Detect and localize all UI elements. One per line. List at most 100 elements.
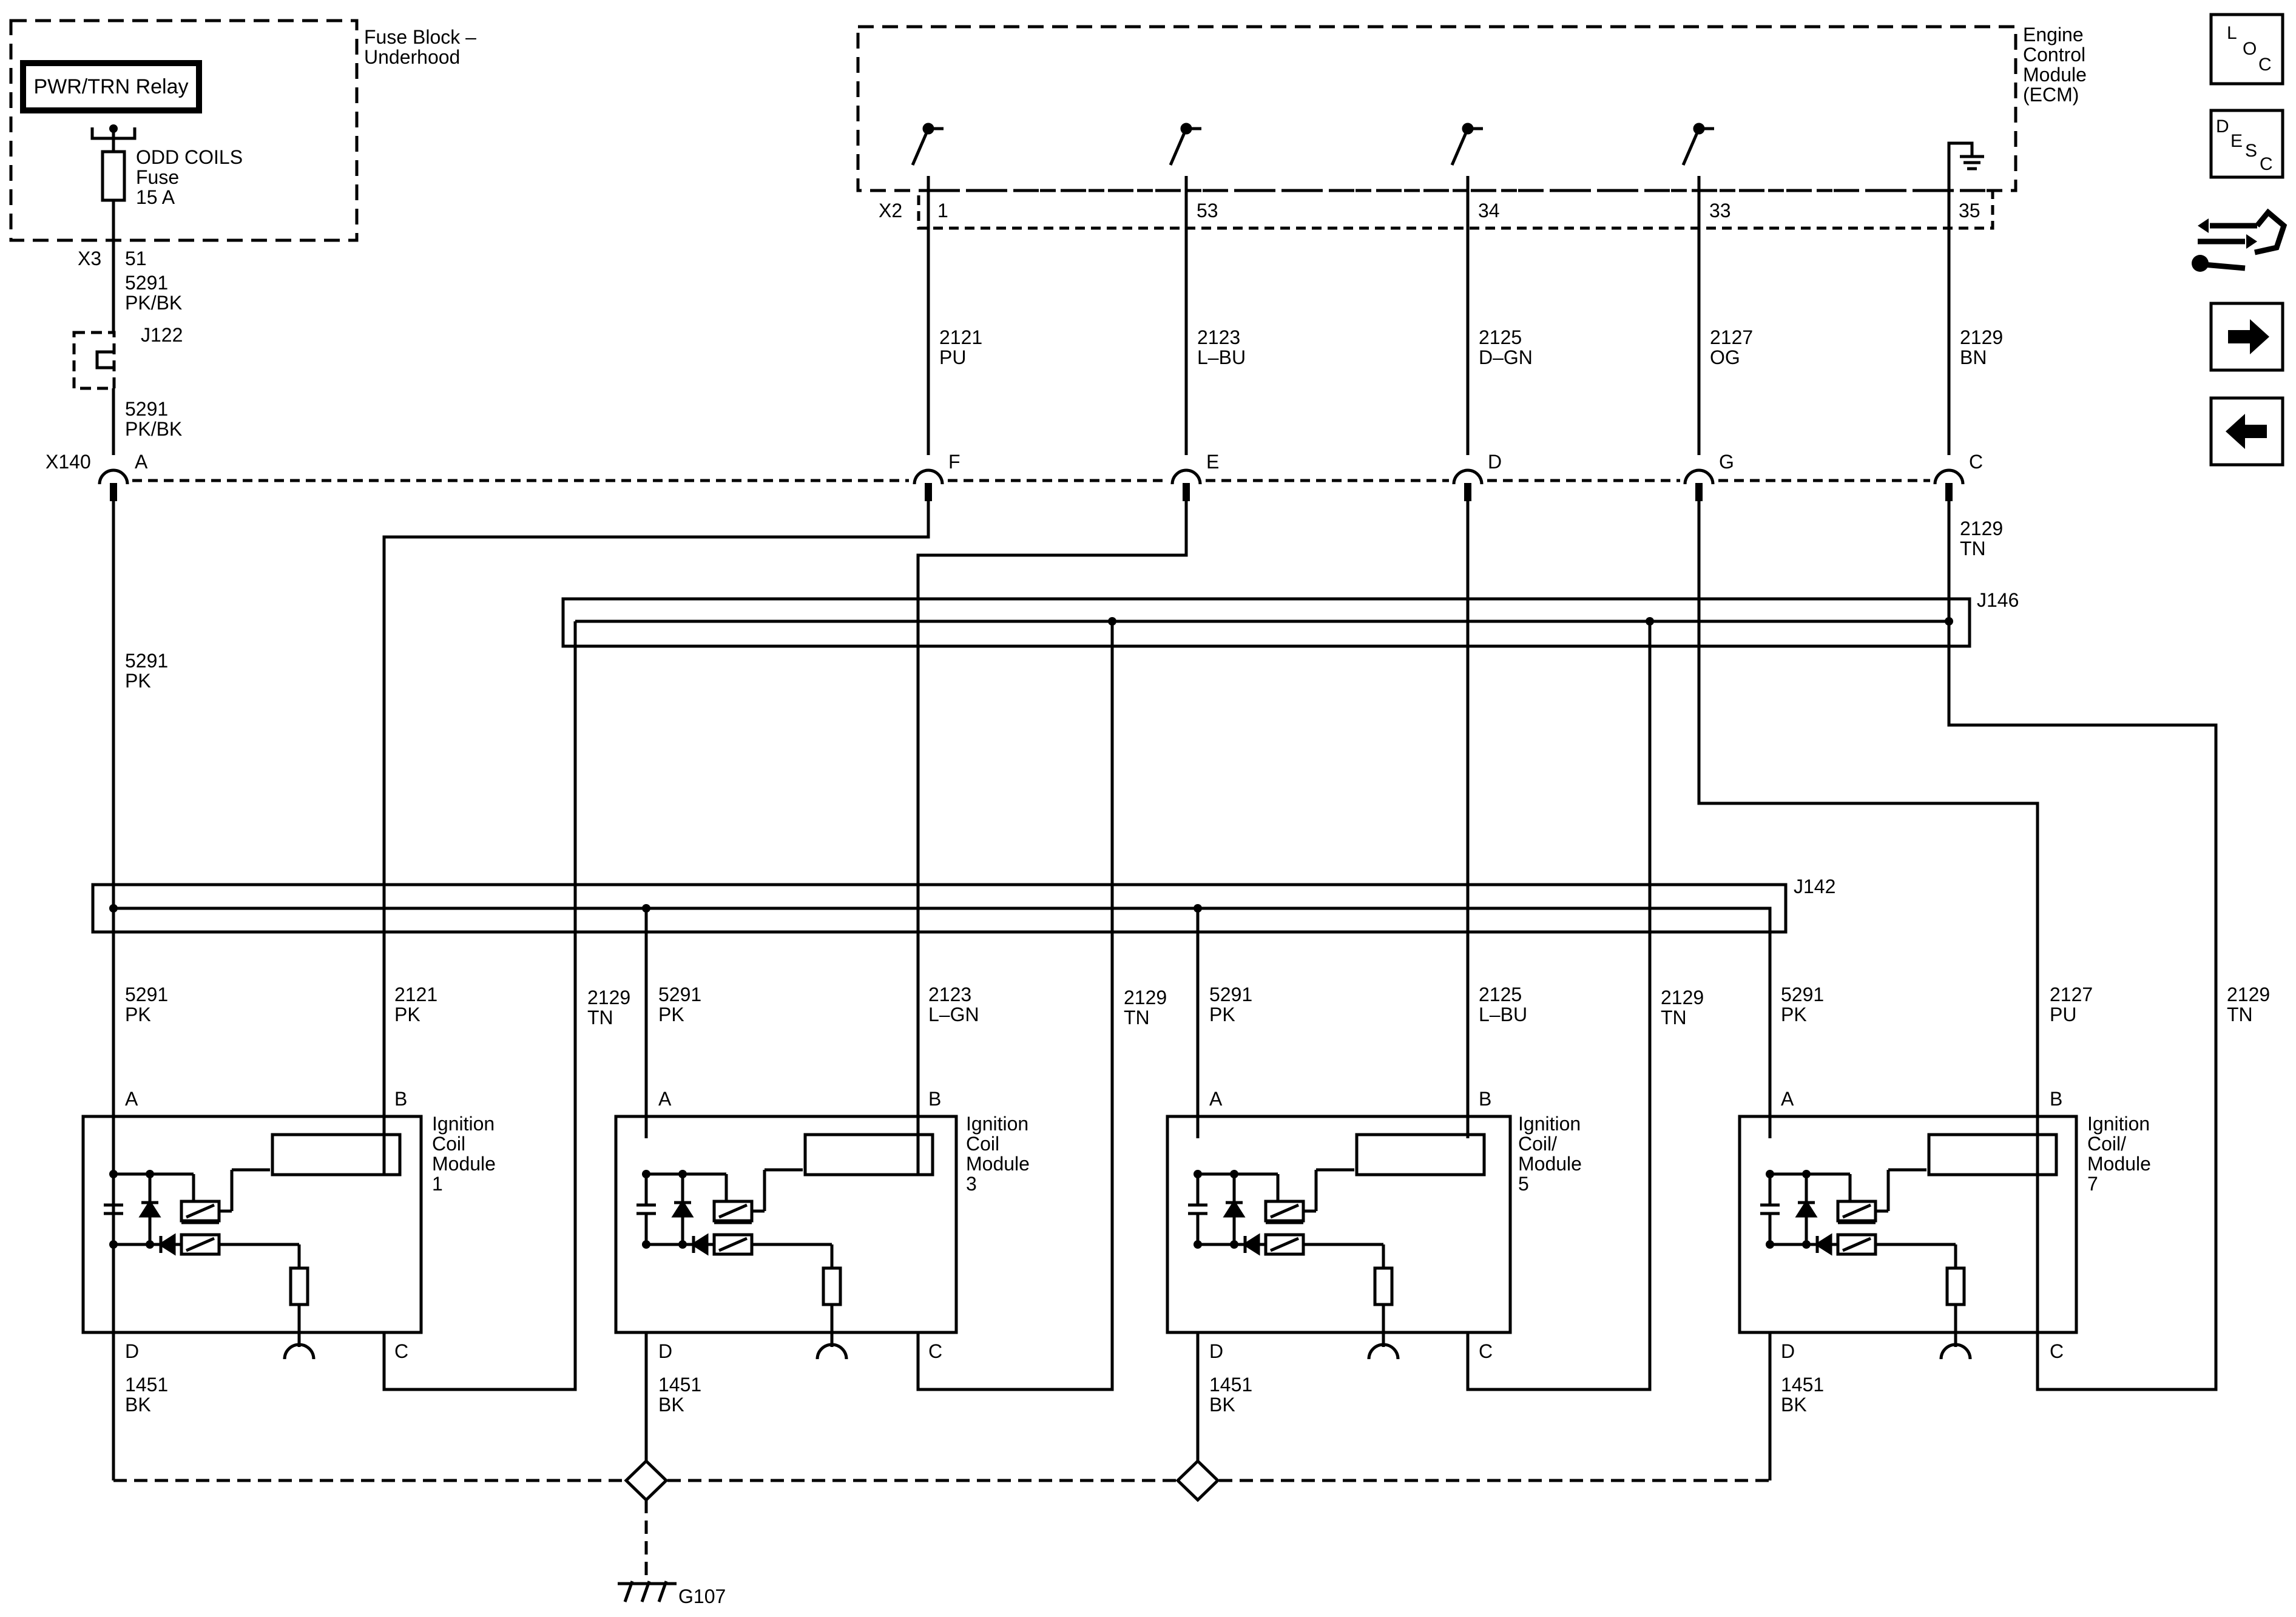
c5-wire-tn-color: TN	[1661, 1007, 1687, 1028]
m5-pin-d: D	[1209, 1340, 1223, 1362]
wire-2127-label: 2127	[1710, 326, 1753, 348]
wire-tn-label-2: TN	[1960, 538, 1986, 559]
c3-wire-a-code: 5291	[658, 984, 701, 1005]
c7-wire-tn-code: 2129	[2227, 984, 2270, 1005]
relay-label: PWR/TRN Relay	[33, 75, 188, 98]
ignition-coil-module-3	[614, 1115, 958, 1359]
c5-wire-b-code: 2125	[1479, 984, 1522, 1005]
wire-2129-label: 2129	[1960, 326, 2003, 348]
c7-wire-a-code: 5291	[1781, 984, 1824, 1005]
m3-ground-code: 1451	[658, 1374, 701, 1396]
c7-wire-a-color: PK	[1781, 1004, 1807, 1025]
desc-e: E	[2230, 131, 2243, 151]
splice-j142	[91, 883, 1788, 934]
m3-title-2: Coil	[966, 1133, 999, 1155]
x140-pin-e: E	[1206, 451, 1219, 473]
wire-pkbk-label-1: PK/BK	[125, 292, 182, 314]
c5-wire-b-color: L–BU	[1479, 1004, 1527, 1025]
m1-ground-color: BK	[125, 1394, 151, 1416]
m7-title-1: Ignition	[2087, 1113, 2150, 1135]
desc-d: D	[2216, 116, 2229, 137]
fuse-connector: X3	[78, 248, 101, 269]
wire-2121-label: 2121	[939, 326, 982, 348]
previous-button[interactable]	[2209, 396, 2284, 467]
m5-pin-a: A	[1209, 1088, 1223, 1110]
m1-title-1: Ignition	[432, 1113, 495, 1135]
connector-info-button[interactable]	[2192, 208, 2288, 272]
wire-5291-label-2: 5291	[125, 398, 168, 420]
m1-title-3: Module	[432, 1153, 496, 1175]
m3-pin-a: A	[658, 1088, 672, 1110]
loc-o: O	[2243, 39, 2257, 59]
fuse-pin: 51	[125, 248, 147, 269]
m1-pin-b: B	[394, 1088, 407, 1110]
m5-title-1: Ignition	[1518, 1113, 1581, 1135]
next-button[interactable]	[2209, 302, 2284, 372]
ecm-title-2: Control	[2023, 44, 2085, 66]
wire-2123-label: 2123	[1197, 326, 1240, 348]
m1-title-2: Coil	[432, 1133, 465, 1155]
ecm-pin-1: 1	[937, 200, 948, 221]
m3-title-4: 3	[966, 1173, 977, 1195]
m5-pin-c: C	[1479, 1340, 1493, 1362]
m1-pin-a: A	[125, 1088, 138, 1110]
j122-label: J122	[141, 324, 183, 346]
ecm-pin-34: 34	[1478, 200, 1500, 221]
ecm-connector: X2	[879, 200, 902, 221]
m1-pin-c: C	[394, 1340, 408, 1362]
x140-pin-c: C	[1969, 451, 1983, 473]
wire-pkbk-label-2: PK/BK	[125, 418, 182, 440]
wire-lbu-label: L–BU	[1197, 346, 1246, 368]
c3-wire-tn-code: 2129	[1124, 987, 1167, 1008]
loc-button[interactable]: L O C	[2209, 13, 2284, 86]
desc-button[interactable]: D E S C	[2209, 109, 2284, 179]
ecm-pin-33: 33	[1709, 200, 1731, 221]
c1-wire-b-code: 2121	[394, 984, 437, 1005]
m3-pin-b: B	[928, 1088, 941, 1110]
fuse-name-2: Fuse	[136, 166, 179, 188]
ecm-title-3: Module	[2023, 64, 2087, 86]
c5-wire-a-code: 5291	[1209, 984, 1252, 1005]
m5-title-4: 5	[1518, 1173, 1529, 1195]
ecm-switches	[911, 123, 1984, 200]
wire-5291-label-1: 5291	[125, 272, 168, 294]
fuse-block-title-1: Fuse Block –	[364, 26, 476, 48]
ignition-coil-module-1	[81, 1115, 423, 1359]
fuse-rating: 15 A	[136, 186, 175, 208]
c5-wire-a-color: PK	[1209, 1004, 1235, 1025]
desc-s: S	[2245, 141, 2257, 161]
loc-l: L	[2227, 23, 2237, 43]
m5-ground-code: 1451	[1209, 1374, 1252, 1396]
m3-pin-c: C	[928, 1340, 942, 1362]
wrench-arrows-icon	[2192, 208, 2288, 272]
splice-j122	[72, 331, 116, 390]
ignition-coil-module-5	[1166, 1115, 1512, 1359]
loc-c: C	[2258, 55, 2272, 75]
fuse-name-1: ODD COILS	[136, 146, 243, 168]
ecm-module: Engine Control Module (ECM)	[856, 24, 2087, 230]
c3-wire-b-code: 2123	[928, 984, 971, 1005]
m7-title-3: Module	[2087, 1153, 2151, 1175]
j142-label: J142	[1794, 876, 1835, 897]
c5-wire-tn-code: 2129	[1661, 987, 1704, 1008]
desc-c: C	[2260, 154, 2273, 174]
m7-ground-color: BK	[1781, 1394, 1807, 1416]
wire-pk-label-3: PK	[125, 670, 151, 692]
ecm-title-1: Engine	[2023, 24, 2084, 46]
ecm-pin-53: 53	[1197, 200, 1218, 221]
c1-wire-a-color: PK	[125, 1004, 151, 1025]
fuse-symbol	[101, 150, 126, 202]
c3-wire-a-color: PK	[658, 1004, 684, 1025]
arrow-left-icon	[2226, 414, 2267, 449]
arrow-right-icon	[2228, 319, 2269, 354]
m7-title-2: Coil/	[2087, 1133, 2126, 1155]
wire-bn-label: BN	[1960, 346, 1987, 368]
c3-wire-tn-color: TN	[1124, 1007, 1150, 1028]
splice-j146	[561, 597, 1971, 648]
fuse-block-title-2: Underhood	[364, 46, 460, 68]
wire-dgn-label: D–GN	[1479, 346, 1533, 368]
c1-wire-tn-color: TN	[587, 1007, 613, 1028]
fuse-block: Fuse Block – Underhood PWR/TRN Relay ODD…	[9, 19, 476, 242]
x140-label: X140	[46, 451, 91, 473]
